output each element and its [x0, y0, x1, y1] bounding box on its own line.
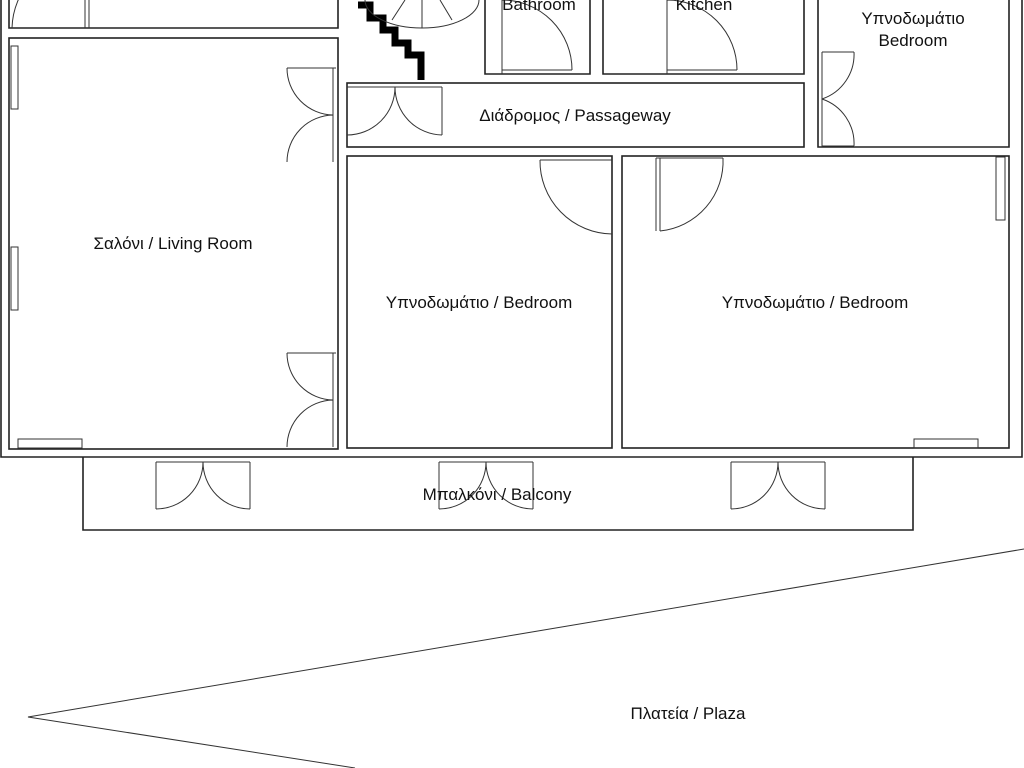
plaza	[27, 548, 1024, 768]
balcony-door-2	[438, 461, 534, 510]
top-left-room	[8, 0, 339, 29]
label-bedroom-top-en: Bedroom	[879, 31, 948, 50]
label-bedroom-1: Υπνοδωμάτιο / Bedroom	[386, 293, 572, 312]
label-bedroom-2: Υπνοδωμάτιο / Bedroom	[722, 293, 908, 312]
door-living-top	[286, 67, 336, 163]
label-bedroom-top-gr: Υπνοδωμάτιο	[861, 9, 964, 28]
label-passageway: Διάδρομος / Passageway	[479, 106, 671, 125]
window-bedroom-2	[995, 156, 1006, 221]
door-bedroom-1	[539, 159, 613, 235]
window-living-2	[10, 246, 19, 311]
label-plaza: Πλατεία / Plaza	[631, 704, 746, 723]
outer-wall	[0, 0, 1023, 458]
kitchen	[602, 0, 805, 75]
balcony	[82, 457, 914, 531]
door-bathroom	[501, 0, 573, 74]
bedroom-2	[621, 155, 1010, 449]
spiral-stair	[364, 0, 480, 29]
door-kitchen	[666, 0, 738, 74]
balcony-door-3	[730, 461, 826, 510]
bathroom	[484, 0, 591, 75]
window-living-1	[10, 45, 19, 110]
staircase	[358, 1, 425, 80]
label-balcony: Μπαλκόνι / Balcony	[423, 485, 572, 504]
label-bathroom: Bathroom	[502, 0, 576, 14]
door-living-bottom	[286, 352, 336, 448]
door-top-left	[11, 0, 90, 29]
door-bedroom-2	[655, 157, 724, 232]
bedroom-top-right	[817, 0, 1010, 148]
bedroom-1	[346, 155, 613, 449]
label-kitchen: Kitchen	[676, 0, 733, 14]
door-passageway	[346, 86, 443, 136]
passageway	[346, 82, 805, 148]
balcony-door-1	[155, 461, 251, 510]
radiator-living	[17, 438, 83, 449]
radiator-bedroom-2	[913, 438, 979, 449]
label-living-room: Σαλόνι / Living Room	[94, 234, 253, 253]
living-room	[8, 37, 339, 450]
door-bedroom-top-right	[821, 51, 855, 147]
